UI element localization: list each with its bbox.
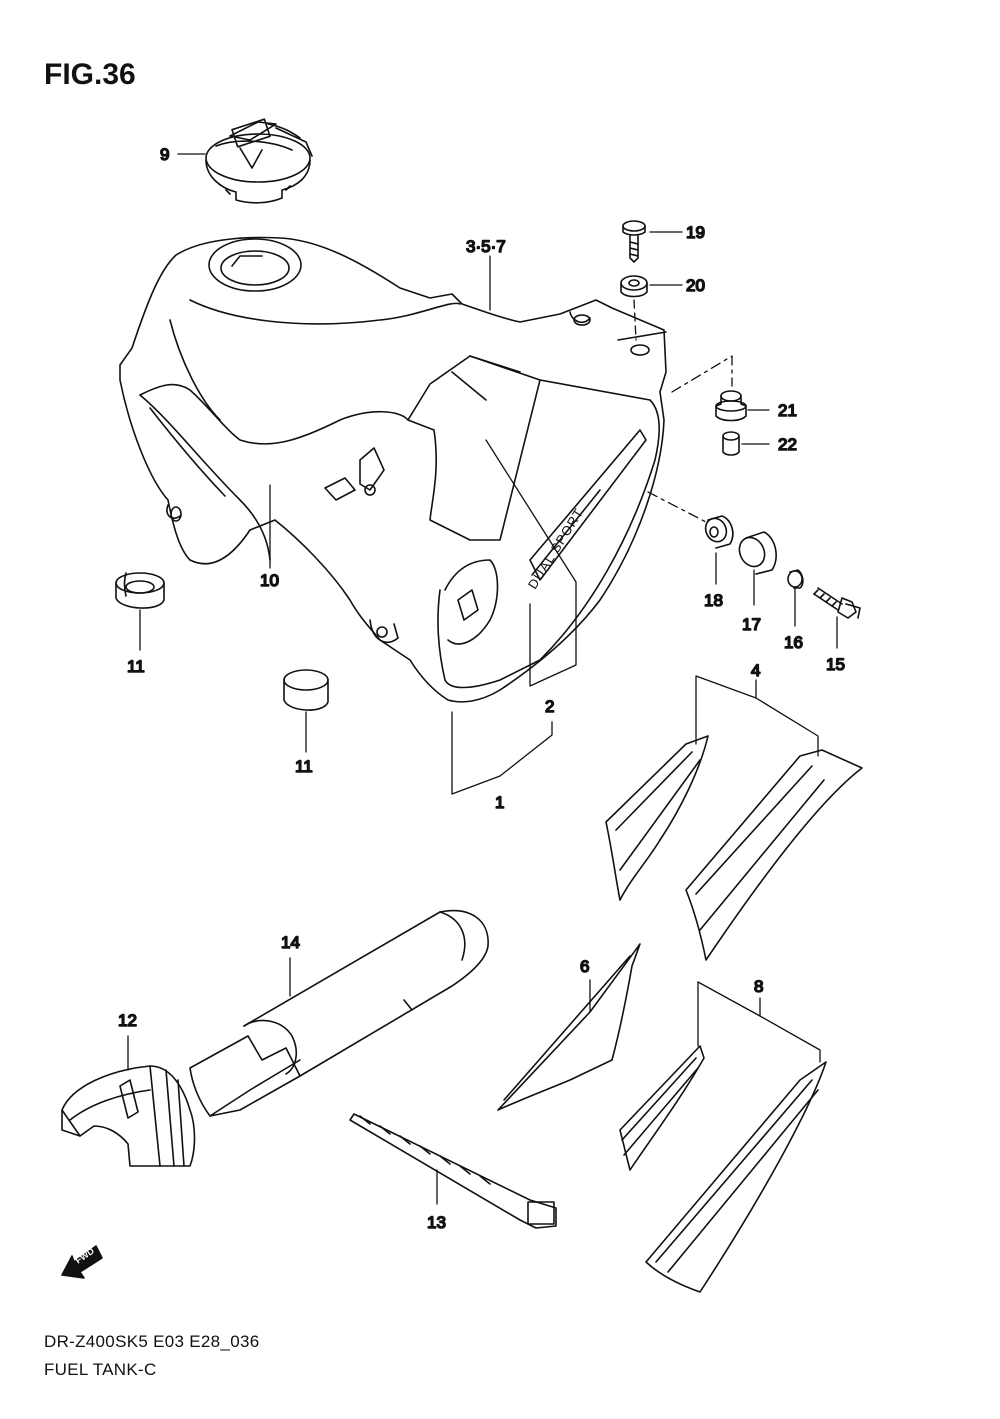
leader-lines bbox=[127, 153, 838, 1205]
callout-17: 17 bbox=[742, 615, 761, 634]
figure-title: FIG.36 bbox=[44, 58, 136, 91]
bolt-19 bbox=[622, 220, 646, 263]
figure-caption: FUEL TANK-C bbox=[44, 1360, 157, 1379]
callout-4: 4 bbox=[751, 661, 760, 680]
model-code: DR-Z400SK5 E03 E28_036 bbox=[44, 1332, 260, 1351]
protector-tube-14 bbox=[189, 909, 489, 1117]
callout-8: 8 bbox=[754, 977, 763, 996]
callout-14: 14 bbox=[281, 933, 300, 952]
callout-1: 1 bbox=[495, 793, 504, 812]
callout-9: 9 bbox=[160, 145, 169, 164]
cushion-17 bbox=[738, 531, 777, 575]
callout-12: 12 bbox=[118, 1011, 137, 1030]
cushion-18 bbox=[704, 515, 734, 549]
callout-labels: 9 3·5·7 19 20 21 22 18 17 16 15 10 11 11… bbox=[117, 144, 846, 1233]
fuel-cap bbox=[205, 118, 313, 204]
cushion-21 bbox=[715, 390, 747, 422]
clamp-12 bbox=[61, 1065, 196, 1167]
callout-11-left: 11 bbox=[127, 657, 145, 676]
callout-10: 10 bbox=[260, 571, 279, 590]
washer-16 bbox=[787, 569, 804, 589]
callout-6: 6 bbox=[580, 957, 589, 976]
collar-22 bbox=[722, 431, 740, 456]
callout-11-right: 11 bbox=[295, 757, 313, 776]
tank-decal-text: DUAL SPORT bbox=[525, 505, 587, 591]
callout-13: 13 bbox=[427, 1213, 446, 1232]
callout-22: 22 bbox=[778, 435, 797, 454]
fwd-arrow-icon: FWD bbox=[61, 1245, 103, 1279]
decal-6 bbox=[497, 943, 641, 1111]
decal-8 bbox=[619, 1045, 827, 1293]
callout-3-5-7: 3·5·7 bbox=[466, 237, 506, 256]
callout-16: 16 bbox=[784, 633, 803, 652]
grommet-11-left bbox=[115, 572, 165, 609]
grommet-11-right bbox=[283, 669, 329, 711]
decal-4 bbox=[605, 735, 863, 961]
callout-19: 19 bbox=[686, 223, 705, 242]
callout-2: 2 bbox=[545, 697, 554, 716]
damper-20 bbox=[620, 275, 648, 298]
bolt-15 bbox=[813, 587, 861, 619]
callout-20: 20 bbox=[686, 276, 705, 295]
fuel-tank: DUAL SPORT bbox=[119, 236, 667, 703]
callout-15: 15 bbox=[826, 655, 845, 674]
callout-21: 21 bbox=[778, 401, 797, 420]
callout-18: 18 bbox=[704, 591, 723, 610]
cable-tie-13 bbox=[349, 1113, 557, 1229]
